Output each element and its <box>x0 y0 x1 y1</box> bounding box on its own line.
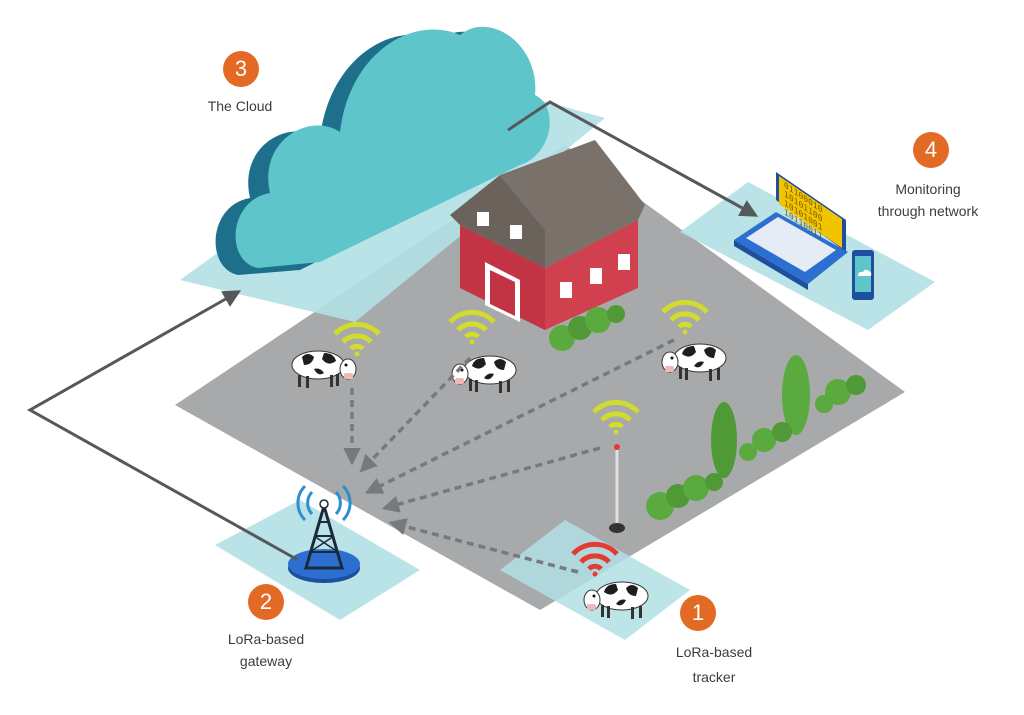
step-badge-3: 3 <box>223 51 259 87</box>
step-label-1: LoRa-based tracker <box>664 640 764 690</box>
laptop-icon <box>734 172 848 290</box>
wifi-signal-icon <box>571 541 619 577</box>
step-badge-2: 2 <box>248 584 284 620</box>
wifi-signal-icon <box>333 321 381 357</box>
wifi-signal-icon <box>448 309 496 345</box>
step-label-line: tracker <box>692 669 736 685</box>
step-label-line: gateway <box>239 653 293 669</box>
step-label-line: LoRa-based <box>675 644 753 660</box>
step-badge-4: 4 <box>913 132 949 168</box>
step-label-4: Monitoring through network <box>858 178 998 222</box>
step-label-line: The Cloud <box>207 98 273 114</box>
step-badge-1: 1 <box>680 595 716 631</box>
step-label-2: LoRa-based gateway <box>206 628 326 672</box>
gateway-tower-icon <box>288 484 360 583</box>
cloud-icon <box>215 26 550 276</box>
wifi-signal-icon <box>661 299 709 335</box>
tracker-zone <box>500 520 690 640</box>
signal-paths <box>343 338 675 574</box>
smartphone-icon <box>852 250 874 300</box>
sensor-pole <box>609 444 625 533</box>
step-label-line: Monitoring <box>895 181 961 197</box>
tree-icon <box>549 305 866 520</box>
wifi-signal-icon <box>592 399 640 435</box>
step-label-line: through network <box>877 203 979 219</box>
flow-lines <box>26 100 759 562</box>
step-label-line: LoRa-based <box>227 631 305 647</box>
barn-icon <box>450 140 645 330</box>
step-label-3: The Cloud <box>180 95 300 117</box>
farm-ground <box>175 145 905 610</box>
